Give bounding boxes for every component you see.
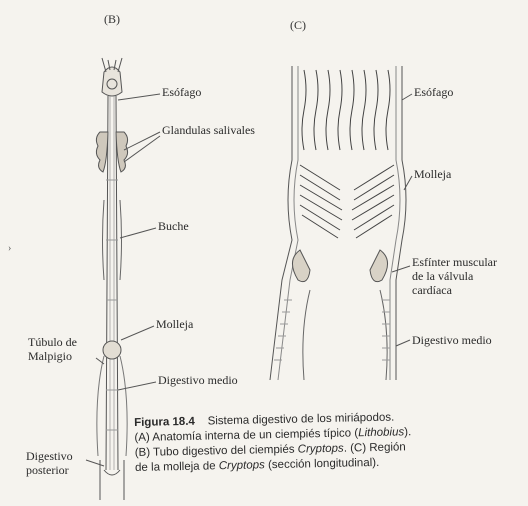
label-b-tubulo-2: Malpigio xyxy=(28,350,72,363)
label-c-esfinter-1: Esfínter muscular xyxy=(412,256,497,269)
label-c-esfinter-2: de la válvula xyxy=(412,270,473,283)
panel-c-letter: (C) xyxy=(290,18,306,33)
panel-c-drawing xyxy=(270,66,412,380)
caption-figure-number: Figura 18.4 xyxy=(134,416,195,429)
label-b-esofago: Esófago xyxy=(162,86,201,99)
label-c-molleja: Molleja xyxy=(414,168,451,181)
label-b-posterior-1: Digestivo xyxy=(26,450,73,463)
label-b-glandulas: Glandulas salivales xyxy=(162,124,255,137)
panel-b-letter: (B) xyxy=(104,12,120,27)
label-c-esfinter-3: cardíaca xyxy=(412,284,452,297)
label-b-tubulo-1: Túbulo de xyxy=(28,336,77,349)
caption-title: Sistema digestivo de los miriápodos. xyxy=(208,412,395,428)
label-c-esofago: Esófago xyxy=(414,86,453,99)
label-b-digestivo-medio: Digestivo medio xyxy=(158,374,238,387)
label-b-buche: Buche xyxy=(158,220,189,233)
label-b-molleja: Molleja xyxy=(156,318,193,331)
label-c-digestivo-medio: Digestivo medio xyxy=(412,334,492,347)
label-b-posterior-2: posterior xyxy=(26,464,69,477)
figure-caption: Figura 18.4 Sistema digestivo de los mir… xyxy=(134,408,515,476)
stray-mark: › xyxy=(8,243,11,254)
